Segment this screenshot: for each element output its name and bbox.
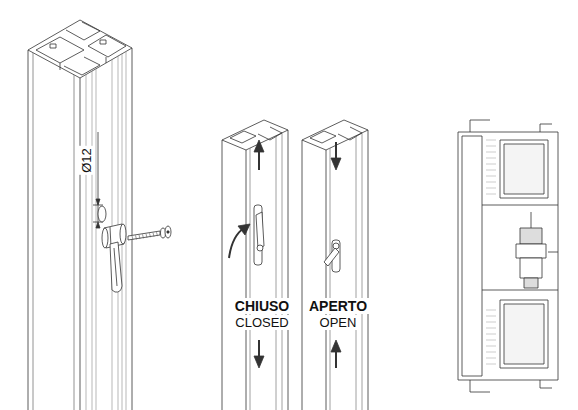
detail-stroke — [486, 194, 496, 195]
detail-stroke — [486, 176, 496, 177]
detail-stroke — [157, 232, 158, 236]
detail-stroke — [153, 233, 154, 237]
detail-stroke — [486, 182, 496, 183]
detail-stroke — [486, 346, 496, 347]
detail-stroke — [486, 352, 496, 353]
detail-stroke — [486, 158, 496, 159]
state-label: APERTO — [307, 298, 369, 314]
detail-stroke — [486, 334, 496, 335]
detail-stroke — [150, 233, 151, 237]
detail-stroke — [486, 322, 496, 323]
dimension-label: Ø12 — [78, 146, 93, 175]
state-label: CHIUSO — [233, 298, 291, 314]
detail-stroke — [486, 164, 496, 165]
detail-stroke — [486, 188, 496, 189]
detail-stroke — [486, 364, 496, 365]
detail-stroke — [486, 146, 496, 147]
state-label: OPEN — [318, 315, 359, 330]
state-label: CLOSED — [233, 315, 290, 330]
detail-stroke — [486, 140, 496, 141]
detail-stroke — [139, 235, 140, 239]
detail-stroke — [486, 310, 496, 311]
detail-stroke — [86, 75, 87, 410]
profile-section — [458, 120, 558, 392]
profile-perspective — [28, 20, 171, 410]
detail-stroke — [486, 170, 496, 171]
profile-closed — [222, 120, 288, 410]
detail-stroke — [486, 358, 496, 359]
detail-stroke — [132, 236, 133, 240]
detail-stroke — [486, 316, 496, 317]
detail-stroke — [486, 152, 496, 153]
detail-stroke — [143, 234, 144, 238]
detail-stroke — [146, 234, 147, 238]
detail-stroke — [92, 71, 93, 410]
profile-open — [302, 120, 368, 410]
detail-stroke — [136, 235, 137, 239]
detail-stroke — [96, 69, 97, 410]
detail-stroke — [486, 340, 496, 341]
detail-stroke — [486, 328, 496, 329]
